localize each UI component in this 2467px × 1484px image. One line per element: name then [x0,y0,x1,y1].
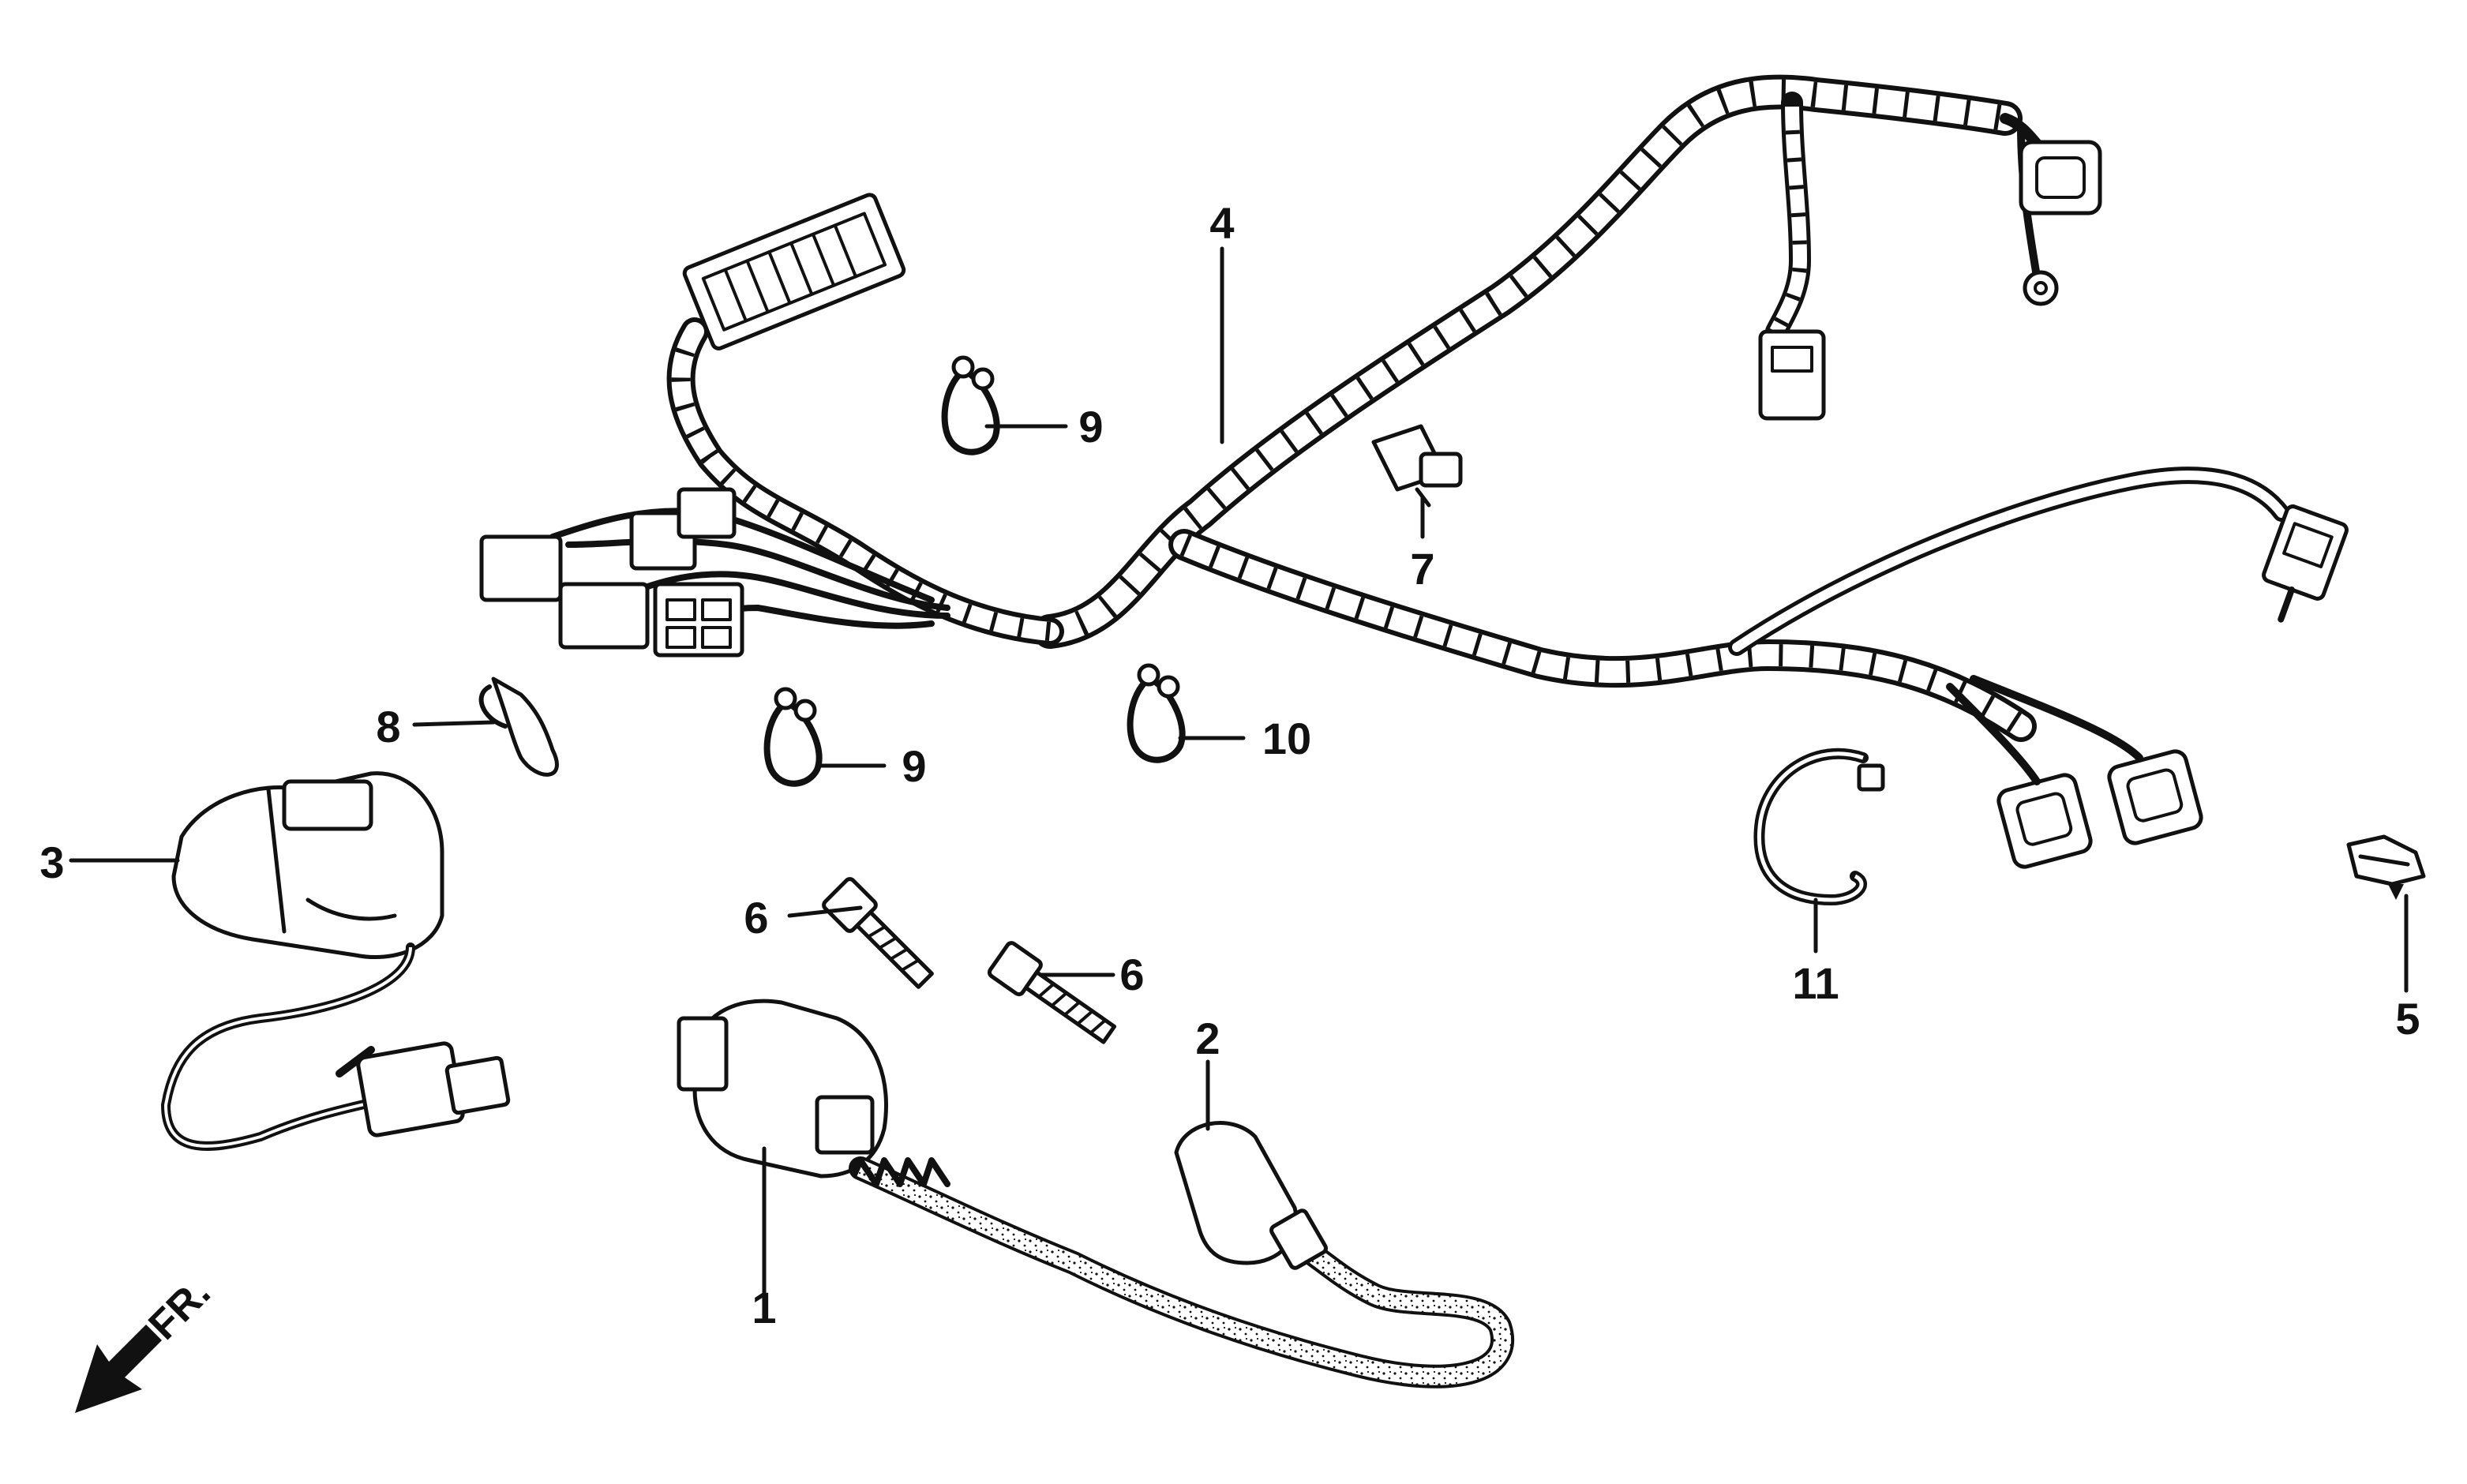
wire-clip-icon [2346,834,2426,900]
bolt-icon [987,941,1117,1044]
wire-clamp-icon [763,687,823,787]
spark-plug-cap-icon [1174,1121,1328,1270]
callout-11: 11 [1792,958,1839,1008]
bolt-icon [822,877,934,989]
callout-7: 7 [1410,544,1434,594]
front-arrow-icon [75,1325,162,1413]
wire-clamp-icon [1127,663,1186,763]
callout-3: 3 [39,838,64,887]
cable-band-icon [478,676,559,777]
harness-clip-icon [1371,424,1463,508]
ignition-coil-icon [677,999,1514,1388]
callout-9: 9 [902,741,926,791]
hose-band-icon [1753,748,1885,905]
front-direction-indicator: FR. [75,1269,219,1413]
callout-10: 10 [1262,714,1311,763]
callout-1: 1 [752,1283,776,1332]
callout-9: 9 [1078,402,1103,452]
wire-harness-icon [479,74,2349,869]
leader-lines [69,246,2409,1305]
callout-2: 2 [1195,1014,1220,1063]
callout-8: 8 [376,702,400,751]
wire-clamp-icon [941,355,1000,455]
callout-4: 4 [1209,198,1234,248]
callout-5: 5 [2395,994,2420,1044]
callout-6: 6 [744,893,768,942]
connector-boot-icon [161,771,511,1151]
callouts: 1 2 3 4 5 6 6 7 8 9 9 10 11 [39,198,2420,1332]
callout-6: 6 [1119,950,1144,999]
